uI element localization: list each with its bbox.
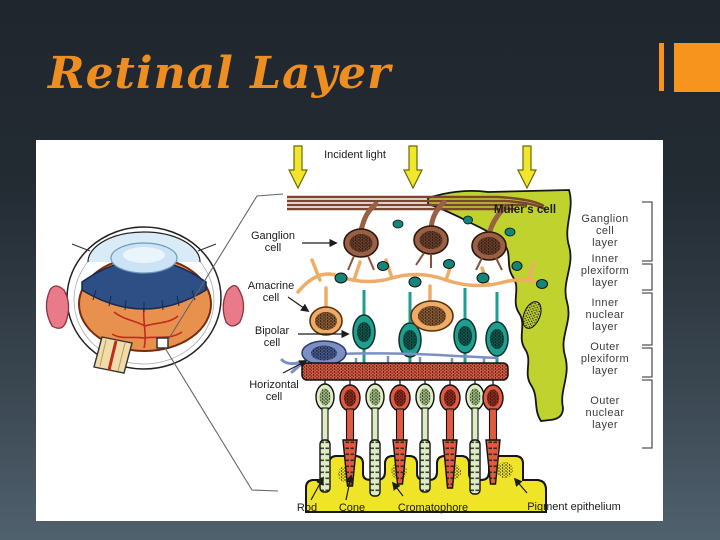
retina-figure: Incident light Müler's cell Ganglion cel…	[45, 145, 653, 514]
amacrine-cell-label-line2: cell	[263, 292, 280, 304]
ganglion-layer-line1: Ganglion	[581, 213, 628, 225]
retina-layers-diagram	[280, 189, 572, 513]
bipolar-cell-label-line1: Bipolar	[255, 325, 290, 337]
outer-plexiform-line3: layer	[592, 365, 618, 377]
inner-nuclear-line1: Inner	[591, 297, 618, 309]
horizontal-cell-label-line2: cell	[266, 391, 283, 403]
eye-muscle-left	[45, 285, 70, 329]
accent-bar-thin	[659, 43, 664, 91]
bipolar-cells	[352, 288, 509, 380]
inner-plexiform-line3: layer	[592, 277, 618, 289]
plexiform-network	[296, 258, 548, 308]
ganglion-layer-line3: layer	[592, 237, 618, 249]
eye-cross-section	[45, 226, 245, 374]
incident-light-label: Incident light	[324, 149, 386, 161]
ciliary-fringe	[92, 289, 196, 312]
horizontal-cell-arrow	[282, 360, 308, 374]
outer-plexiform-line1: Outer	[590, 341, 620, 353]
eye-muscle-right	[222, 284, 245, 327]
outer-plexiform-line2: plexiform	[581, 353, 629, 365]
rod-label: Rod	[297, 502, 317, 514]
eyelid-ticks	[71, 243, 217, 252]
inner-plexiform-line2: plexiform	[581, 265, 629, 277]
outer-nuclear-line1: Outer	[590, 395, 620, 407]
pigment-epithelium-arrow	[513, 477, 528, 494]
accent-bar-wide	[674, 43, 720, 92]
inner-plexiform-line1: Inner	[591, 253, 618, 265]
pigment-epithelium-label: Pigment epithelium	[527, 501, 621, 513]
synapse-tufts	[392, 215, 516, 237]
synapse-knots	[334, 259, 548, 289]
layer-brackets	[642, 201, 653, 449]
zoom-region-marker	[156, 337, 169, 349]
inner-nuclear-line3: layer	[592, 321, 618, 333]
cromatophore-arrow	[391, 481, 404, 497]
cone-cells	[339, 384, 504, 489]
magnification-lines	[164, 193, 284, 492]
ganglion-cell-label-line1: Ganglion	[251, 230, 295, 242]
ganglion-layer-line2: cell	[596, 225, 614, 237]
figure-panel: Incident light Müler's cell Ganglion cel…	[36, 140, 663, 521]
slide-title: Retinal Layer	[48, 48, 392, 99]
cone-arrow	[345, 474, 354, 501]
cone-label: Cone	[339, 502, 365, 514]
rod-arrow	[310, 476, 324, 501]
cell-labels: Ganglion cell Amacrine cell Bipolar cell…	[248, 230, 350, 403]
layer-labels: Ganglion cell layer Inner plexiform laye…	[581, 201, 653, 449]
rod-cells	[315, 383, 485, 497]
muller-cell-label: Müler's cell	[494, 204, 556, 216]
horizontal-cell-label-line1: Horizontal	[249, 379, 299, 391]
outer-nuclear-line3: layer	[592, 419, 618, 431]
inner-nuclear-line2: nuclear	[586, 309, 625, 321]
incident-light-arrows	[288, 145, 537, 190]
bipolar-cell-label-line2: cell	[264, 337, 281, 349]
amacrine-cell-arrow	[287, 296, 310, 312]
outer-nuclear-line2: nuclear	[586, 407, 625, 419]
cromatophore-label: Cromatophore	[398, 502, 468, 514]
ganglion-cell-label-line2: cell	[265, 242, 282, 254]
ganglion-cells	[343, 225, 507, 271]
nerve-fiber-layer	[287, 195, 547, 212]
amacrine-cells	[309, 300, 454, 336]
bottom-labels: Rod Cone Cromatophore Pigment epithelium	[297, 474, 621, 514]
amacrine-cell-label-line1: Amacrine	[248, 280, 294, 292]
